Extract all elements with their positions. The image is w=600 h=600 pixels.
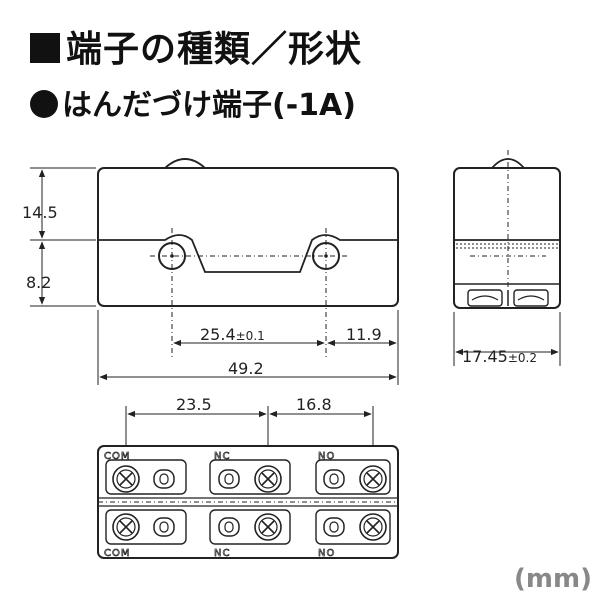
terminal-screw-top-no	[359, 465, 387, 493]
page-subtitle: はんだづけ端子(-1A)	[30, 80, 356, 124]
pitch-tolerance: ±0.1	[236, 329, 265, 343]
terminal-screw-top-com	[112, 465, 140, 493]
terminal-screw-top-nc	[254, 465, 282, 493]
terminal-label-bottom-com: COM	[104, 548, 130, 559]
solder-lug-bottom-no	[323, 517, 345, 537]
height-lower-label: 8.2	[26, 273, 51, 292]
terminal-label-top-no: NO	[318, 451, 335, 462]
width-value: 17.45	[462, 347, 508, 366]
solder-lug-top-com	[153, 469, 175, 489]
solder-lug-bottom-nc	[218, 517, 240, 537]
unit-label: (mm)	[514, 564, 592, 594]
bottom-view: COM NC NO COM NC NO	[97, 445, 399, 559]
pitch-value: 25.4	[200, 325, 236, 344]
solder-lug-top-nc	[218, 469, 240, 489]
pitch-label: 25.4±0.1	[200, 325, 265, 344]
width-tolerance: ±0.2	[508, 351, 537, 365]
page-title: 端子の種類／形状	[30, 20, 362, 72]
length-label: 49.2	[228, 359, 264, 378]
title-text: 端子の種類／形状	[66, 29, 363, 70]
edge-label: 11.9	[346, 325, 382, 344]
terminal-label-bottom-nc: NC	[214, 548, 230, 559]
square-bullet-icon	[30, 33, 60, 63]
circle-bullet-icon	[30, 89, 58, 118]
solder-lug-bottom-com	[153, 517, 175, 537]
terminal-screw-bottom-nc	[254, 513, 282, 541]
terminal-screw-bottom-no	[359, 513, 387, 541]
height-upper-label: 14.5	[22, 203, 58, 222]
terminal-label-bottom-no: NO	[318, 548, 335, 559]
terminal-label-top-com: COM	[104, 451, 130, 462]
terminal-label-top-nc: NC	[214, 451, 230, 462]
term-gap1-label: 23.5	[176, 395, 212, 414]
width-label: 17.45±0.2	[462, 347, 537, 366]
side-view	[453, 158, 561, 309]
term-gap2-label: 16.8	[296, 395, 332, 414]
subtitle-text: はんだづけ端子(-1A)	[62, 88, 356, 123]
front-view	[97, 158, 399, 307]
solder-lug-top-no	[323, 469, 345, 489]
terminal-screw-bottom-com	[112, 513, 140, 541]
